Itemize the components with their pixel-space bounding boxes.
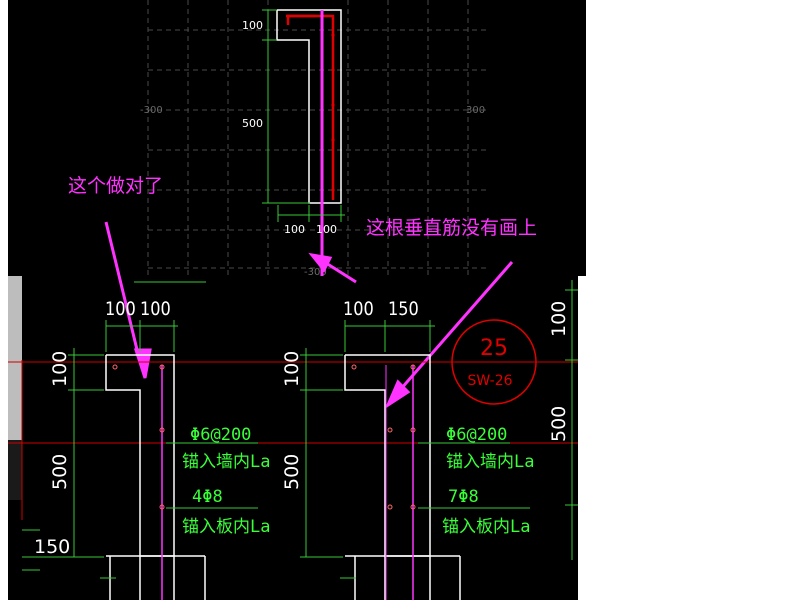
br-anchor1: 锚入墙内La xyxy=(446,452,534,472)
bottom-left-outline xyxy=(105,354,206,600)
grid-label-left: -300 xyxy=(140,105,163,116)
bl-dim-base: 150 xyxy=(34,536,70,558)
br-side-dim-top: 100 xyxy=(548,301,570,337)
thumbnail-strip xyxy=(8,440,22,500)
bottom-right-dots xyxy=(351,364,416,510)
top-rebar xyxy=(286,14,335,200)
bottom-left-dots xyxy=(112,364,165,510)
stamp-number: 25 xyxy=(480,336,508,361)
grid-label-bottom: -300 xyxy=(304,267,327,278)
top-dim-width-right: 100 xyxy=(316,223,337,236)
stamp-code: SW-26 xyxy=(467,373,512,389)
bottom-right-dim-lines xyxy=(300,280,578,560)
br-dim-height: 500 xyxy=(281,454,303,490)
bl-dim-height: 500 xyxy=(49,454,71,490)
top-dim-100: 100 xyxy=(242,19,263,32)
bl-dim-w2: 100 xyxy=(140,299,171,321)
top-dim-width-left: 100 xyxy=(284,223,305,236)
top-section-outline xyxy=(276,9,342,204)
br-anchor2: 锚入板内La xyxy=(442,517,530,537)
br-dim-w2: 150 xyxy=(388,299,419,321)
bottom-cad-view xyxy=(8,276,578,600)
bottom-right-outline xyxy=(344,354,461,600)
grid-label-right: 300 xyxy=(466,105,485,116)
br-dim-w1: 100 xyxy=(343,299,374,321)
annotation-arrows xyxy=(104,221,514,409)
bl-rebar1: Φ6@200 xyxy=(190,425,251,445)
stamp: 25 SW-26 xyxy=(451,319,537,405)
bottom-ticks xyxy=(22,569,356,579)
bl-dim-w1: 100 xyxy=(105,299,136,321)
top-dim-500: 500 xyxy=(242,117,263,130)
top-dim-lines xyxy=(262,9,345,222)
bl-rebar2: 4Φ8 xyxy=(192,487,223,507)
annotation-correct: 这个做对了 xyxy=(68,175,163,197)
br-rebar2: 7Φ8 xyxy=(448,487,479,507)
br-rebar1: Φ6@200 xyxy=(446,425,507,445)
bl-anchor1: 锚入墙内La xyxy=(182,452,270,472)
bl-anchor2: 锚入板内La xyxy=(182,517,270,537)
annotation-missing: 这根垂直筋没有画上 xyxy=(366,217,537,239)
bottom-left-dim-lines xyxy=(22,281,258,558)
br-side-dim-height: 500 xyxy=(548,406,570,442)
scrollbar-strip[interactable] xyxy=(8,276,22,440)
top-rebar-dots xyxy=(331,33,335,192)
bl-dim-top: 100 xyxy=(49,351,71,387)
br-dim-top: 100 xyxy=(281,351,303,387)
